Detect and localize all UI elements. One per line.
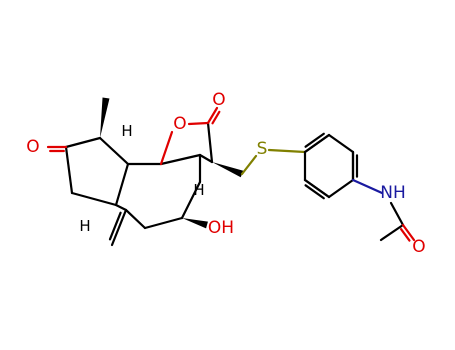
s-aryl-bond	[267, 148, 307, 154]
amide-nh-label: NH	[380, 183, 406, 203]
stereo-h-ring-junction: H	[193, 181, 204, 199]
c-s-bond	[240, 154, 258, 176]
exocyclic-methylene-bond	[110, 208, 128, 247]
aryl-n-bond	[351, 178, 384, 195]
amide-oxygen-label: O	[412, 237, 425, 257]
amide-carbonyl-bond	[401, 223, 416, 242]
lactone-o-bond	[187, 121, 210, 126]
ch2s-wedge-bond	[212, 162, 244, 178]
bond	[70, 191, 118, 207]
hydroxyl-wedge-bond	[182, 218, 208, 229]
bond	[327, 178, 355, 199]
aromatic-bond	[304, 184, 325, 200]
stereo-h-upper: H	[121, 122, 132, 140]
hydroxyl-label: OH	[208, 218, 234, 238]
lactone-carbonyl-oxygen-label: O	[212, 90, 225, 110]
bond	[124, 208, 147, 230]
bond	[64, 136, 102, 149]
bond-layer	[46, 97, 416, 247]
lactone-carbonyl-bond	[206, 106, 219, 125]
amide-carbonyl-bond	[399, 228, 411, 242]
bond	[114, 162, 130, 207]
bond	[143, 216, 184, 230]
bond	[206, 121, 214, 164]
aromatic-bond	[304, 132, 325, 148]
bond	[389, 201, 405, 227]
ketone-oxygen-label: O	[26, 137, 39, 157]
atom-labels: O O O S NH O OH	[26, 90, 425, 257]
lactone-o-bond	[159, 130, 174, 166]
bond	[198, 153, 214, 164]
methyl-wedge-bond	[100, 97, 110, 138]
stereo-h-lower-left: H	[79, 217, 90, 235]
sulfur-label: S	[257, 139, 268, 159]
lactone-carbonyl-bond	[211, 110, 221, 125]
bond	[379, 223, 405, 242]
aromatic-bond	[303, 178, 331, 199]
bond	[159, 153, 202, 166]
lactone-ring-oxygen-label: O	[173, 114, 186, 134]
bond	[114, 203, 128, 212]
bond	[98, 136, 130, 166]
stereo-hydrogens: H H H	[79, 122, 204, 235]
bond	[64, 145, 74, 195]
bond	[327, 133, 355, 154]
bond	[180, 180, 202, 220]
exocyclic-methylene-bond	[108, 211, 122, 241]
aromatic-bond	[303, 133, 331, 154]
